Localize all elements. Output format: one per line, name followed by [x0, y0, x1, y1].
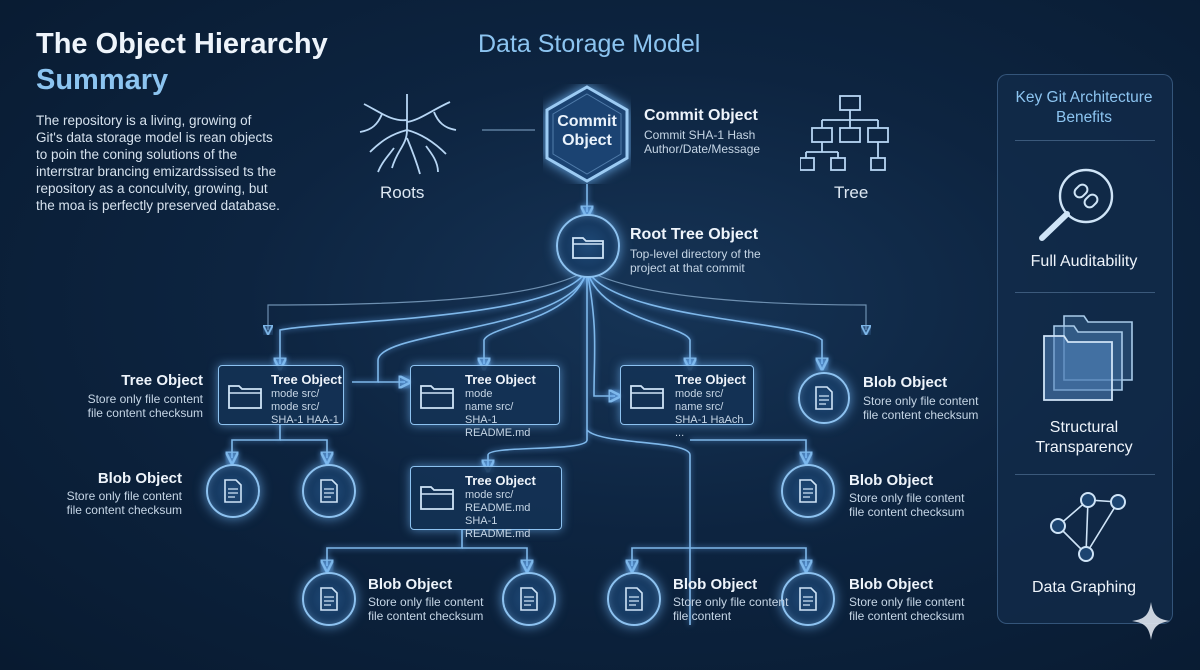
- folder-icon: [572, 237, 604, 259]
- blob-text-bottom-1: Store only file content file content che…: [368, 595, 484, 623]
- folder-icon: [420, 385, 454, 409]
- file-icon: [320, 479, 338, 503]
- panel-divider: [1015, 140, 1155, 141]
- file-icon: [815, 386, 833, 410]
- tree-label: Tree: [834, 183, 869, 202]
- blob-node-mid-1[interactable]: [206, 464, 260, 518]
- link-icon: [1034, 162, 1126, 251]
- roots-icon: [352, 90, 462, 180]
- file-icon: [799, 587, 817, 611]
- tree-box-title: Tree Object: [675, 372, 746, 387]
- file-icon: [625, 587, 643, 611]
- tree-object-box-1[interactable]: Tree Object mode src/ mode src/ SHA-1 HA…: [218, 365, 344, 426]
- blob-text-bottom-2: Store only file content file content: [673, 595, 789, 623]
- tree-object-box-2[interactable]: Tree Object mode name src/ SHA-1 README.…: [410, 365, 560, 439]
- tree-box-title: Tree Object: [271, 372, 342, 387]
- blob-title-bottom-1: Blob Object: [368, 576, 453, 593]
- benefit-data-graphing: Data Graphing: [1031, 579, 1137, 596]
- root-tree-node[interactable]: [556, 214, 620, 278]
- blob-node-bottom-4[interactable]: [781, 572, 835, 626]
- commit-details: Commit SHA-1 Hash Author/Date/Message: [644, 128, 761, 156]
- blob-text-mid-right: Store only file content file content che…: [849, 491, 965, 519]
- root-tree-details: Top-level directory of the project at th…: [630, 247, 761, 275]
- folder-icon: [630, 385, 664, 409]
- blob-node-bottom-3[interactable]: [607, 572, 661, 626]
- tree-box-lines: mode src/ README.md SHA-1 README.md: [465, 489, 531, 540]
- graph-icon: [1042, 490, 1132, 567]
- left-tree-text: Store only file content file content che…: [87, 392, 203, 420]
- tree-box-lines: mode name src/ SHA-1 README.md: [465, 388, 531, 439]
- tree-object-box-3[interactable]: Tree Object mode src/ name src/ SHA-1 Ha…: [620, 365, 754, 439]
- benefit-full-auditability: Full Auditability: [1030, 253, 1138, 270]
- tree-object-box-4[interactable]: Tree Object mode src/ README.md SHA-1 RE…: [410, 466, 562, 540]
- blob-node-top-right[interactable]: [798, 372, 850, 424]
- panel-divider: [1015, 474, 1155, 475]
- blob-node-mid-2[interactable]: [302, 464, 356, 518]
- benefit-structural-transparency: Structural Transparency: [1035, 419, 1133, 456]
- layers-icon: [1040, 314, 1136, 409]
- diagram-title: Data Storage Model: [478, 30, 701, 58]
- sparkle-icon: [1130, 600, 1172, 647]
- summary-title: The Object Hierarchy: [36, 28, 328, 60]
- blob-title-mid-left: Blob Object: [97, 470, 182, 487]
- blob-title-top-right: Blob Object: [863, 374, 948, 391]
- tree-icon: [799, 94, 900, 178]
- file-icon: [799, 479, 817, 503]
- blob-node-mid-right[interactable]: [781, 464, 835, 518]
- tree-box-title: Tree Object: [465, 473, 536, 488]
- folder-icon: [228, 385, 262, 409]
- tree-box-title: Tree Object: [465, 372, 536, 387]
- folder-icon: [420, 486, 454, 510]
- blob-text-top-right: Store only file content file content che…: [863, 394, 979, 422]
- blob-node-bottom-1[interactable]: [302, 572, 356, 626]
- blob-text-mid-left: Store only file content file content che…: [66, 489, 182, 517]
- blob-text-bottom-3: Store only file content file content che…: [849, 595, 965, 623]
- panel-divider: [1015, 292, 1155, 293]
- file-icon: [320, 587, 338, 611]
- roots-label: Roots: [380, 183, 425, 202]
- tree-box-lines: mode src/ mode src/ SHA-1 HAA-1: [271, 388, 339, 426]
- tree-box-lines: mode src/ name src/ SHA-1 HaAch ...: [675, 388, 744, 439]
- root-tree-title: Root Tree Object: [630, 226, 759, 243]
- commit-hex-label: Commit Object: [557, 113, 617, 149]
- commit-title: Commit Object: [644, 107, 758, 124]
- file-icon: [520, 587, 538, 611]
- blob-title-bottom-2: Blob Object: [673, 576, 758, 593]
- blob-node-bottom-2[interactable]: [502, 572, 556, 626]
- blob-title-bottom-3: Blob Object: [849, 576, 934, 593]
- file-icon: [224, 479, 242, 503]
- blob-title-mid-right: Blob Object: [849, 472, 934, 489]
- summary-subtitle: Summary: [36, 64, 169, 96]
- summary-description: The repository is a living, growing of G…: [36, 113, 280, 213]
- benefits-panel-title: Key Git Architecture Benefits: [1015, 89, 1153, 126]
- left-tree-title: Tree Object: [121, 372, 203, 389]
- commit-hexagon[interactable]: [543, 84, 631, 184]
